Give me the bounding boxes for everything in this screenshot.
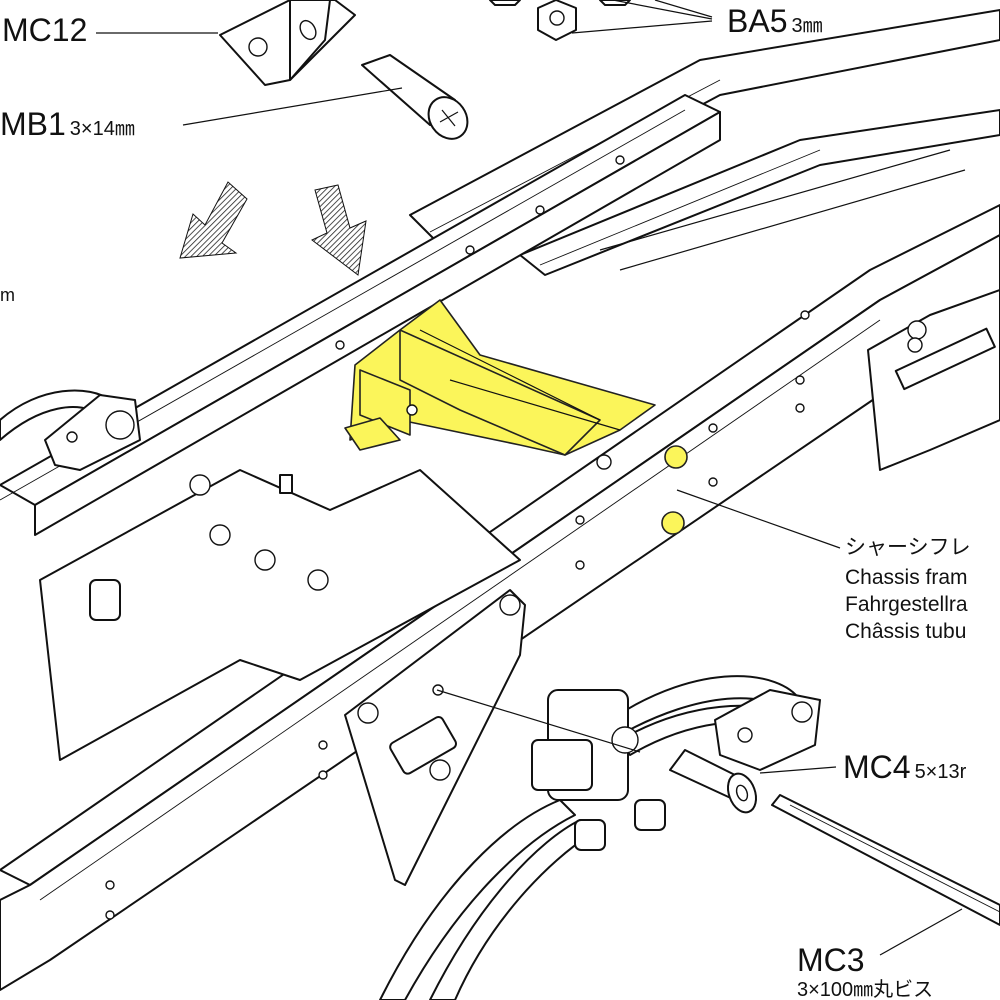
mc4-spec: 5×13r [914,761,967,783]
hatched-arrow [179,181,248,259]
chassis-frame-en: Chassis fram [845,566,968,589]
inner-chassis-plate [39,469,521,761]
leader-lines [96,0,963,956]
hatched-arrow [311,184,367,276]
chassis-frame-jp: シャーシフレ [845,536,971,559]
mc3-spec: 3×100㎜丸ビス [797,979,934,1000]
mb1-screw [361,54,469,140]
rear-spring-hanger [714,689,821,771]
ba5-spec: 3㎜ [791,15,823,37]
front-spring-hanger [44,394,141,471]
ba5-code: BA5 [727,3,788,39]
chassis-frame-de: Fahrgestellra [845,593,968,616]
mc4-pin [669,749,758,814]
chassis-frame-label: シャーシフレ Chassis fram Fahrgestellra Châssi… [845,537,971,645]
mb1-spec: 3×14㎜ [69,118,135,140]
mb1-code: MB1 [0,106,66,142]
ba5-nut [489,0,631,41]
mc3-label: MC3 3×100㎜丸ビス [797,944,933,1000]
mc12-code: MC12 [2,12,88,48]
mc12-label: MC12 [2,14,87,46]
mc4-code: MC4 [843,749,911,785]
mc12-bracket [219,0,356,86]
mc3-code: MC3 [797,942,865,978]
upper-chassis-rail [0,94,721,536]
highlighted-crossmember [344,299,688,535]
rear-cross-bracket [867,289,1000,471]
spring-shackle [531,689,666,851]
mc3-long-screw [771,794,1000,926]
chassis-frame-fr: Châssis tubu [845,620,967,643]
left-unit-fragment: m [0,285,15,305]
side-mount-plate [344,589,526,886]
